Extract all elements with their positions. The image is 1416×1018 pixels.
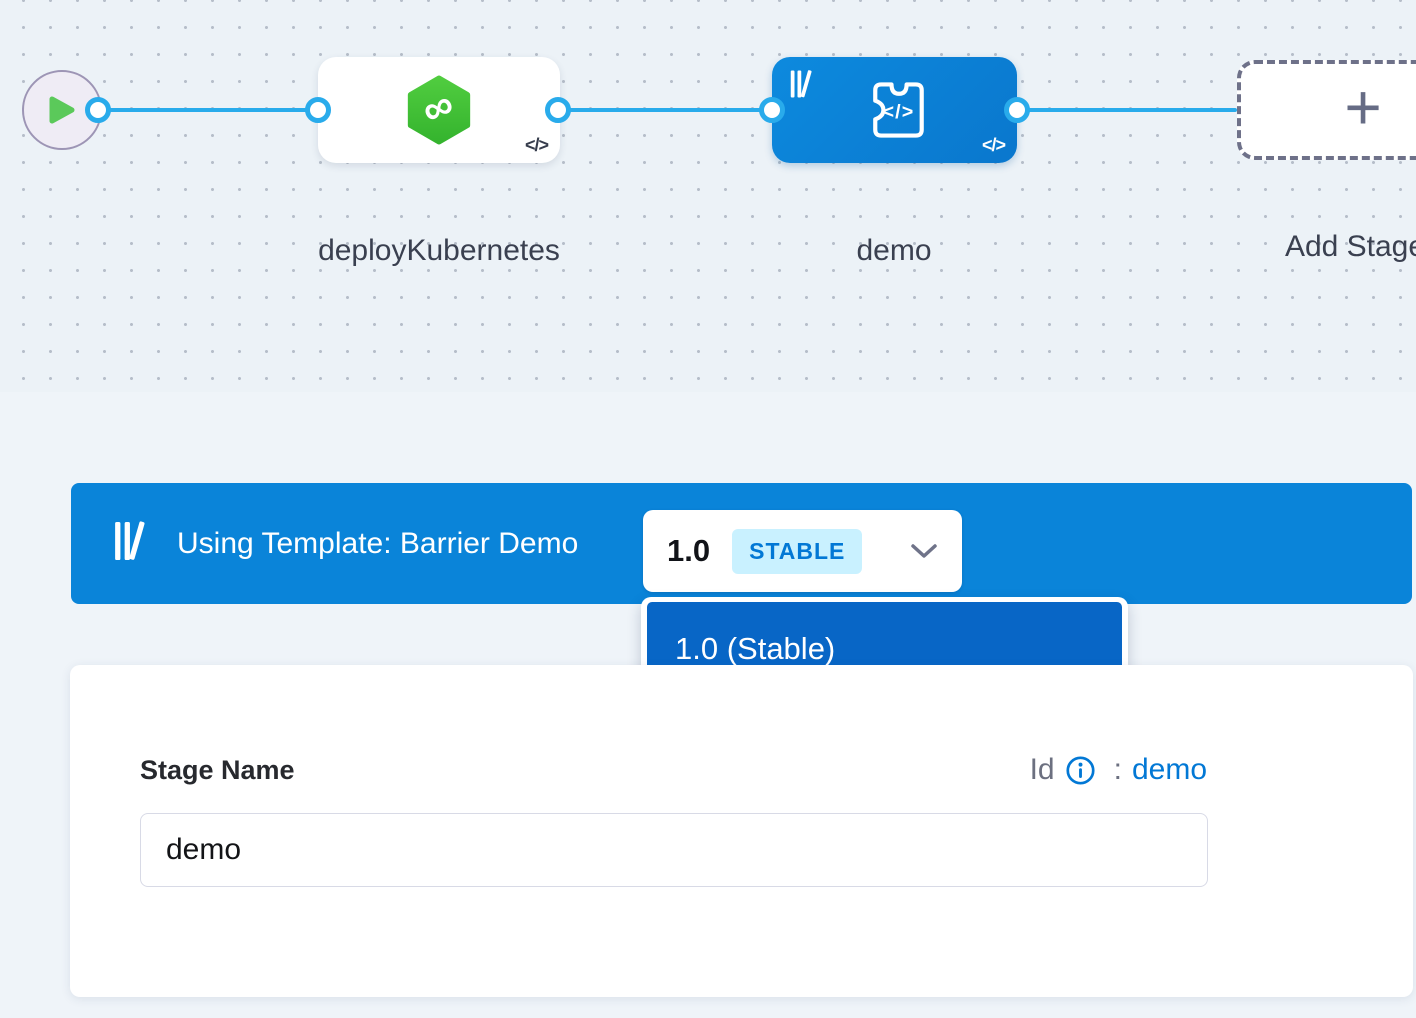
svg-text:</>: </> bbox=[882, 101, 914, 123]
id-colon: : bbox=[1113, 753, 1122, 786]
code-icon: </> bbox=[524, 135, 549, 155]
stage-name-input[interactable] bbox=[140, 813, 1208, 887]
deploy-stage-icon: ∞ bbox=[407, 75, 471, 145]
port-stage2-in[interactable] bbox=[759, 97, 785, 123]
stage-node-deploykubernetes[interactable]: ∞ </> bbox=[318, 57, 560, 163]
chevron-down-icon[interactable] bbox=[910, 543, 938, 559]
using-template-text: Using Template: Barrier Demo bbox=[177, 526, 579, 560]
plus-icon: + bbox=[1344, 71, 1382, 143]
id-label: Id bbox=[1029, 753, 1055, 786]
template-library-icon bbox=[113, 519, 149, 568]
custom-stage-icon: </> bbox=[872, 82, 924, 138]
info-icon[interactable] bbox=[1065, 755, 1096, 786]
port-stage2-out[interactable] bbox=[1004, 97, 1030, 123]
stage-label-deploykubernetes: deployKubernetes bbox=[318, 234, 560, 267]
edge-start-to-stage1 bbox=[98, 108, 318, 112]
stage-node-demo[interactable]: </> </> bbox=[772, 57, 1017, 163]
edge-stage2-to-addstage bbox=[1017, 108, 1237, 112]
add-stage-button[interactable]: + bbox=[1237, 60, 1416, 160]
stage-id-row: Id : demo bbox=[1030, 753, 1207, 787]
template-version-selector[interactable]: 1.0 STABLE bbox=[643, 510, 962, 592]
pipeline-canvas[interactable]: ∞ </> </> </> + bbox=[0, 0, 1416, 392]
port-stage1-in[interactable] bbox=[305, 97, 331, 123]
stage-overview-card: Stage Name Id : demo bbox=[70, 665, 1413, 997]
play-icon bbox=[49, 96, 75, 124]
edge-stage1-to-stage2 bbox=[558, 108, 772, 112]
port-start-out[interactable] bbox=[85, 97, 111, 123]
version-number: 1.0 bbox=[667, 533, 711, 568]
stage-id-value: demo bbox=[1131, 753, 1207, 786]
port-stage1-out[interactable] bbox=[545, 97, 571, 123]
stage-label-demo: demo bbox=[856, 234, 932, 267]
stable-badge: STABLE bbox=[732, 528, 863, 574]
code-icon: </> bbox=[981, 135, 1006, 155]
template-banner: Using Template: Barrier Demo 1.0 STABLE bbox=[71, 483, 1412, 604]
stage-name-label: Stage Name bbox=[140, 755, 295, 785]
template-library-icon bbox=[789, 69, 815, 104]
add-stage-label: Add Stage bbox=[1284, 230, 1416, 263]
